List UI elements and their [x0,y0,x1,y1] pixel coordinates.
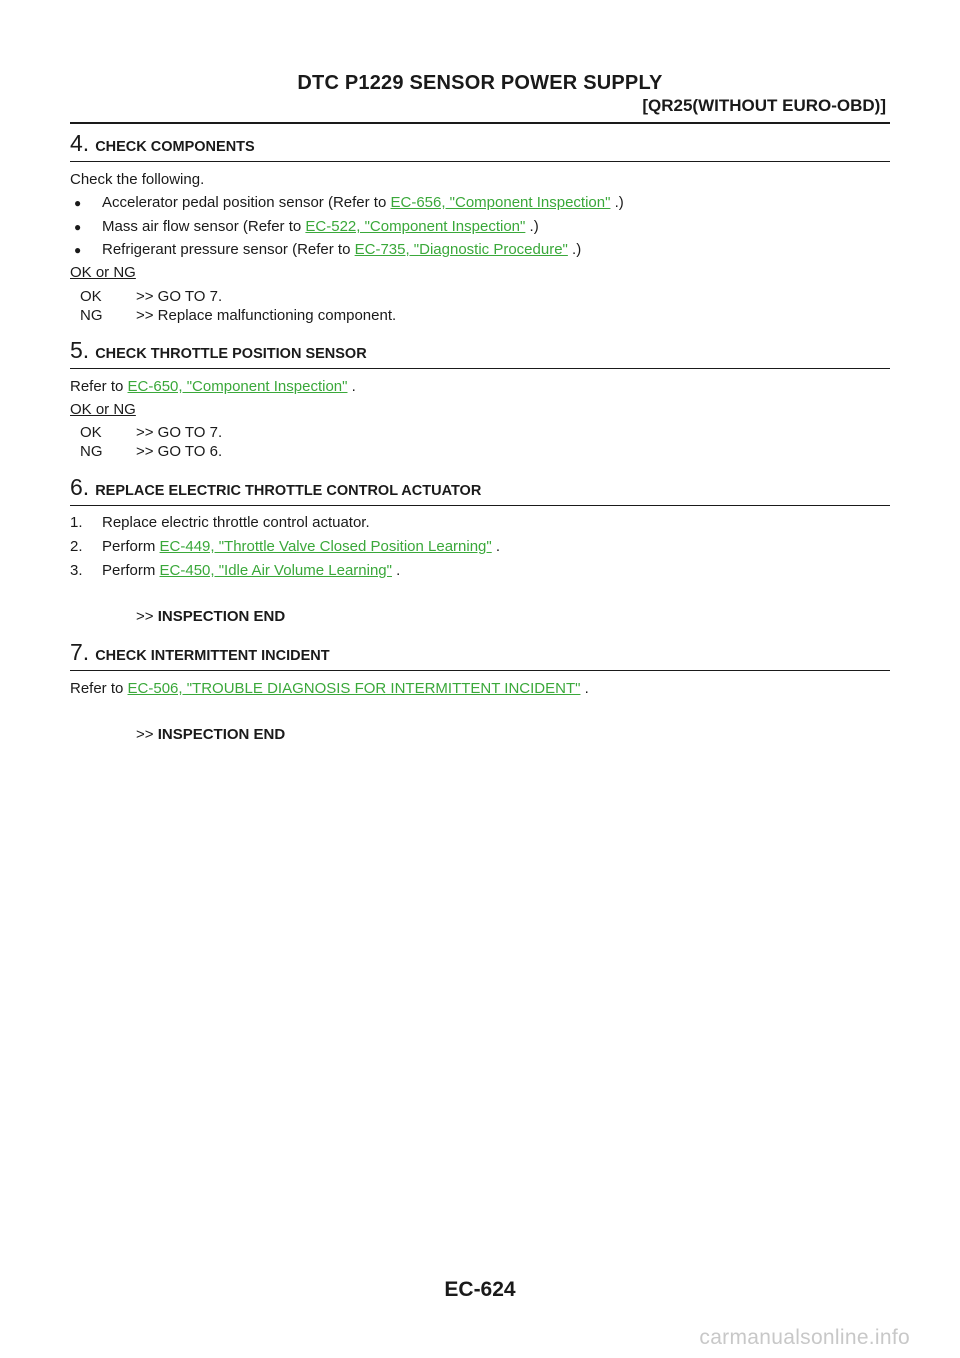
result-value: >> GO TO 6. [136,443,223,460]
bullet-icon: ● [74,196,82,210]
step-divider [70,368,890,369]
item-number: 1. [70,514,83,531]
item-text: Perform [102,538,160,555]
step-title: CHECK COMPONENTS [95,139,255,155]
header-divider [70,122,890,124]
ok-or-ng-label: OK or NG [70,264,136,281]
inspection-end: >> INSPECTION END [136,726,285,743]
step-4-intro: Check the following. [70,171,205,188]
step-title: REPLACE ELECTRIC THROTTLE CONTROL ACTUAT… [95,483,482,499]
step-7-text: Refer to EC-506, "TROUBLE DIAGNOSIS FOR … [70,680,589,697]
page-title: DTC P1229 SENSOR POWER SUPPLY [297,72,663,94]
step-7-heading: 7. CHECK INTERMITTENT INCIDENT [70,639,330,666]
step-title: CHECK THROTTLE POSITION SENSOR [95,346,367,362]
ok-or-ng-label: OK or NG [70,401,136,418]
list-item: 2. Perform EC-449, "Throttle Valve Close… [70,538,500,555]
step-divider [70,505,890,506]
para-text-end: . [347,378,356,395]
result-key: NG [80,307,103,324]
step-number: 4. [70,130,90,156]
result-key: OK [80,424,102,441]
bullet-text: Refrigerant pressure sensor (Refer to [102,241,355,258]
end-text: INSPECTION END [157,726,286,743]
para-text: Refer to [70,378,128,395]
page-number: EC-624 [444,1278,516,1301]
end-prefix: >> [136,726,154,743]
step-divider [70,670,890,671]
list-item: ● Mass air flow sensor (Refer to EC-522,… [74,218,539,235]
reference-link[interactable]: EC-450, "Idle Air Volume Learning" [159,562,392,579]
result-row: OK >> GO TO 7. [80,424,222,441]
para-text-end: . [580,680,589,697]
end-text: INSPECTION END [157,608,286,625]
step-number: 7. [70,639,90,665]
result-value: >> GO TO 7. [136,288,223,305]
result-value: >> Replace malfunctioning component. [136,307,397,324]
inspection-end: >> INSPECTION END [136,608,285,625]
item-text-end: . [391,562,401,579]
reference-link[interactable]: EC-656, "Component Inspection" [390,194,611,211]
step-number: 5. [70,337,90,363]
page-subtitle: [QR25(WITHOUT EURO-OBD)] [642,96,886,115]
item-number: 2. [70,538,83,555]
result-row: OK >> GO TO 7. [80,288,222,305]
step-6-heading: 6. REPLACE ELECTRIC THROTTLE CONTROL ACT… [70,474,481,501]
reference-link[interactable]: EC-449, "Throttle Valve Closed Position … [159,538,492,555]
result-row: NG >> Replace malfunctioning component. [80,307,396,324]
reference-link[interactable]: EC-650, "Component Inspection" [127,378,348,395]
step-4-heading: 4. CHECK COMPONENTS [70,130,255,157]
bullet-text: Mass air flow sensor (Refer to [102,218,306,235]
step-divider [70,161,890,162]
watermark: carmanualsonline.info [699,1326,910,1349]
bullet-icon: ● [74,243,82,257]
bullet-text-end: .) [567,241,582,258]
step-5-text: Refer to EC-650, "Component Inspection" … [70,378,356,395]
step-title: CHECK INTERMITTENT INCIDENT [95,648,330,664]
bullet-icon: ● [74,220,82,234]
item-text: Perform [102,562,160,579]
reference-link[interactable]: EC-735, "Diagnostic Procedure" [354,241,568,258]
list-item: 1. Replace electric throttle control act… [70,514,370,531]
item-text-end: . [491,538,501,555]
result-row: NG >> GO TO 6. [80,443,222,460]
bullet-text-end: .) [525,218,539,235]
item-number: 3. [70,562,83,579]
result-value: >> GO TO 7. [136,424,223,441]
bullet-text-end: .) [610,194,624,211]
list-item: ● Refrigerant pressure sensor (Refer to … [74,241,581,258]
list-item: ● Accelerator pedal position sensor (Ref… [74,194,624,211]
bullet-text: Accelerator pedal position sensor (Refer… [102,194,391,211]
reference-link[interactable]: EC-522, "Component Inspection" [305,218,526,235]
result-key: OK [80,288,102,305]
result-key: NG [80,443,103,460]
step-number: 6. [70,474,90,500]
para-text: Refer to [70,680,128,697]
end-prefix: >> [136,608,154,625]
reference-link[interactable]: EC-506, "TROUBLE DIAGNOSIS FOR INTERMITT… [127,680,581,697]
item-text: Replace electric throttle control actuat… [102,514,370,531]
list-item: 3. Perform EC-450, "Idle Air Volume Lear… [70,562,400,579]
step-5-heading: 5. CHECK THROTTLE POSITION SENSOR [70,337,367,364]
